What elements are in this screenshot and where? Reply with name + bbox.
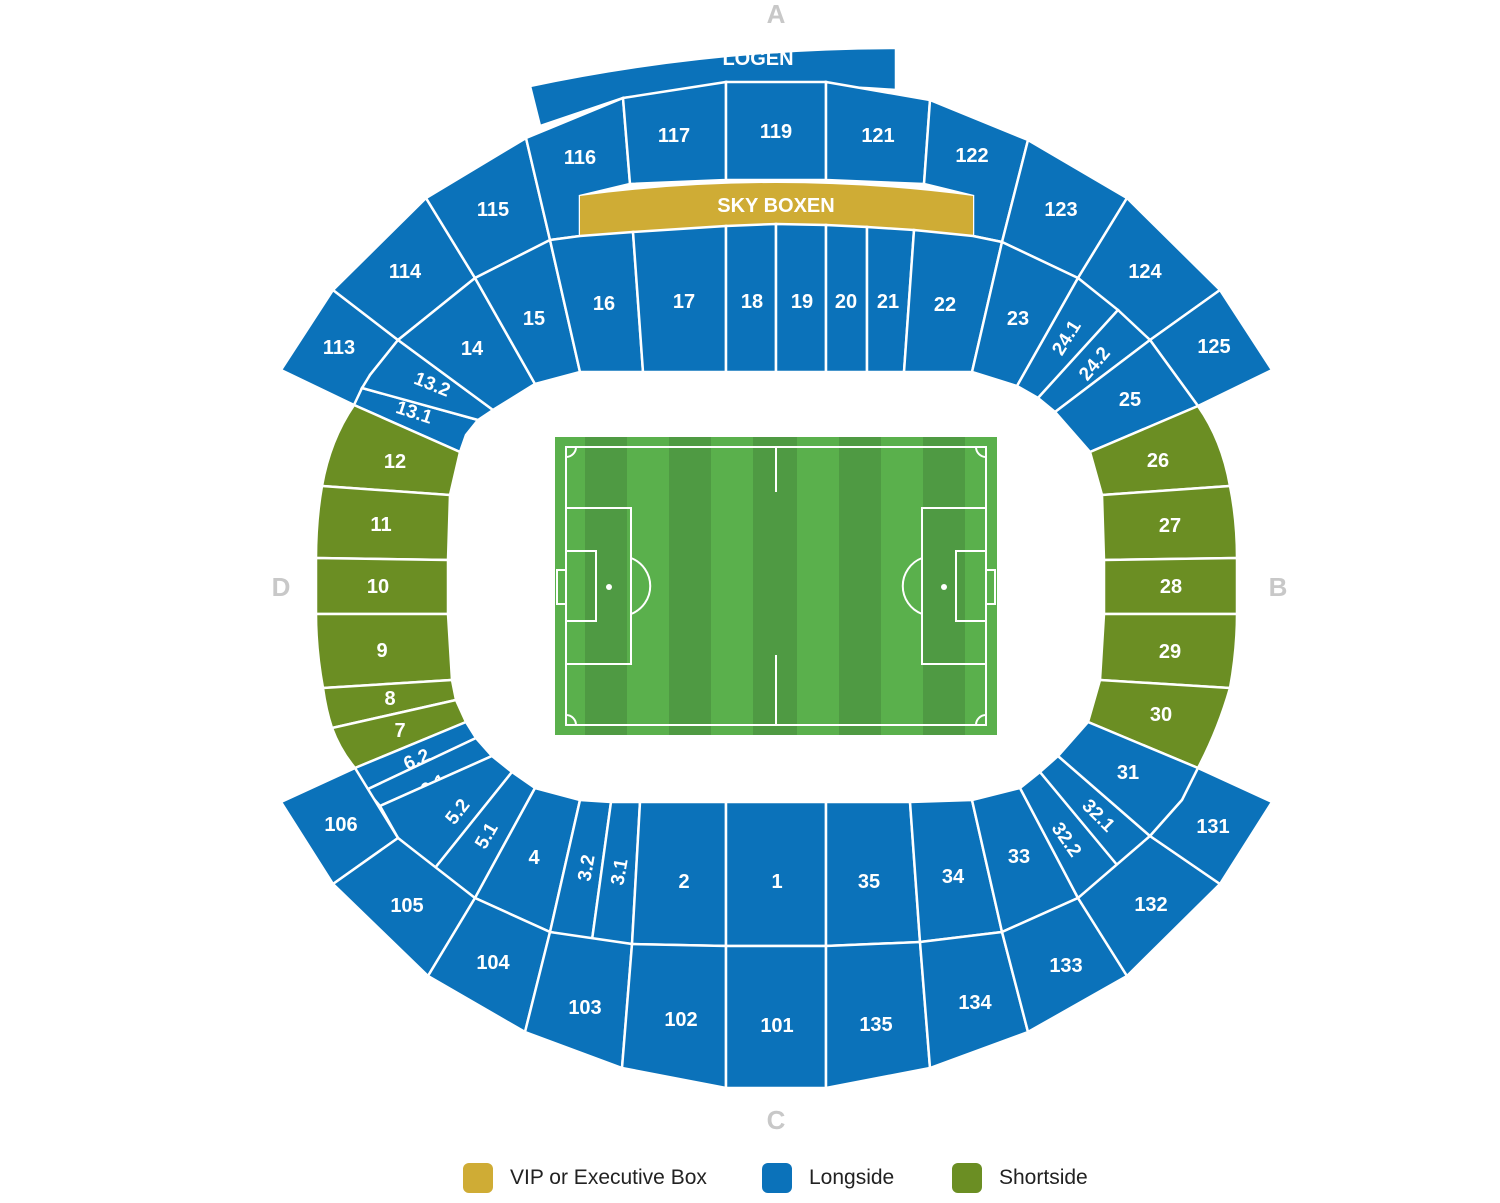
legend-label-vip: VIP or Executive Box bbox=[510, 1166, 707, 1189]
football-pitch bbox=[555, 437, 997, 735]
pitch-stripe bbox=[797, 437, 839, 735]
penalty-arc-left bbox=[630, 557, 652, 615]
legend-swatch-vip bbox=[463, 1163, 493, 1193]
sector-27[interactable] bbox=[1100, 484, 1239, 562]
sector-11[interactable] bbox=[314, 484, 452, 562]
pitch-stripe bbox=[627, 437, 669, 735]
penalty-spot-left bbox=[606, 584, 612, 590]
corner-arc bbox=[975, 446, 987, 458]
pitch-stripe bbox=[965, 437, 997, 735]
pitch-stripe bbox=[711, 437, 753, 735]
compass-east-label: B bbox=[1269, 572, 1288, 602]
sector-10[interactable] bbox=[314, 556, 450, 616]
sector-17[interactable] bbox=[631, 224, 728, 374]
sector-102[interactable] bbox=[620, 942, 728, 1090]
corner-arc bbox=[565, 714, 577, 726]
legend-item-vip: VIP or Executive Box bbox=[463, 1163, 707, 1193]
sector-135[interactable] bbox=[824, 940, 932, 1090]
legend-item-longside: Longside bbox=[762, 1163, 894, 1193]
stadium-seating-map: A B C D LOGEN 113 114 115 116 117 119 12… bbox=[272, 0, 1288, 1135]
sector-9[interactable] bbox=[314, 612, 454, 690]
compass-south-label: C bbox=[767, 1105, 786, 1135]
sector-131[interactable] bbox=[1148, 766, 1274, 886]
sky-boxen[interactable] bbox=[580, 183, 973, 236]
legend-swatch-shortside bbox=[952, 1163, 982, 1193]
sector-2[interactable] bbox=[630, 800, 728, 948]
goal-left bbox=[556, 569, 567, 605]
sector-121[interactable] bbox=[824, 80, 932, 186]
compass-north-label: A bbox=[767, 0, 786, 29]
penalty-arc-right bbox=[901, 557, 923, 615]
legend-label-longside: Longside bbox=[809, 1166, 895, 1189]
sector-101[interactable] bbox=[724, 944, 828, 1090]
legend-label-shortside: Shortside bbox=[999, 1166, 1088, 1189]
goal-right bbox=[985, 569, 996, 605]
legend-item-shortside: Shortside bbox=[952, 1163, 1088, 1193]
corner-arc bbox=[975, 714, 987, 726]
sector-117[interactable] bbox=[621, 80, 728, 186]
sector-35[interactable] bbox=[824, 800, 922, 948]
sector-20[interactable] bbox=[824, 223, 869, 374]
pitch-stripe bbox=[555, 437, 585, 735]
sector-1[interactable] bbox=[724, 800, 828, 948]
legend-swatch-longside bbox=[762, 1163, 792, 1193]
compass-west-label: D bbox=[272, 572, 291, 602]
legend: VIP or Executive Box Longside Shortside bbox=[0, 1163, 1500, 1203]
sector-28[interactable] bbox=[1102, 556, 1239, 616]
sector-19[interactable] bbox=[774, 222, 828, 374]
sector-18[interactable] bbox=[724, 222, 778, 374]
penalty-spot-right bbox=[941, 584, 947, 590]
sector-29[interactable] bbox=[1098, 612, 1239, 690]
sector-119[interactable] bbox=[724, 80, 828, 182]
corner-arc bbox=[565, 446, 577, 458]
